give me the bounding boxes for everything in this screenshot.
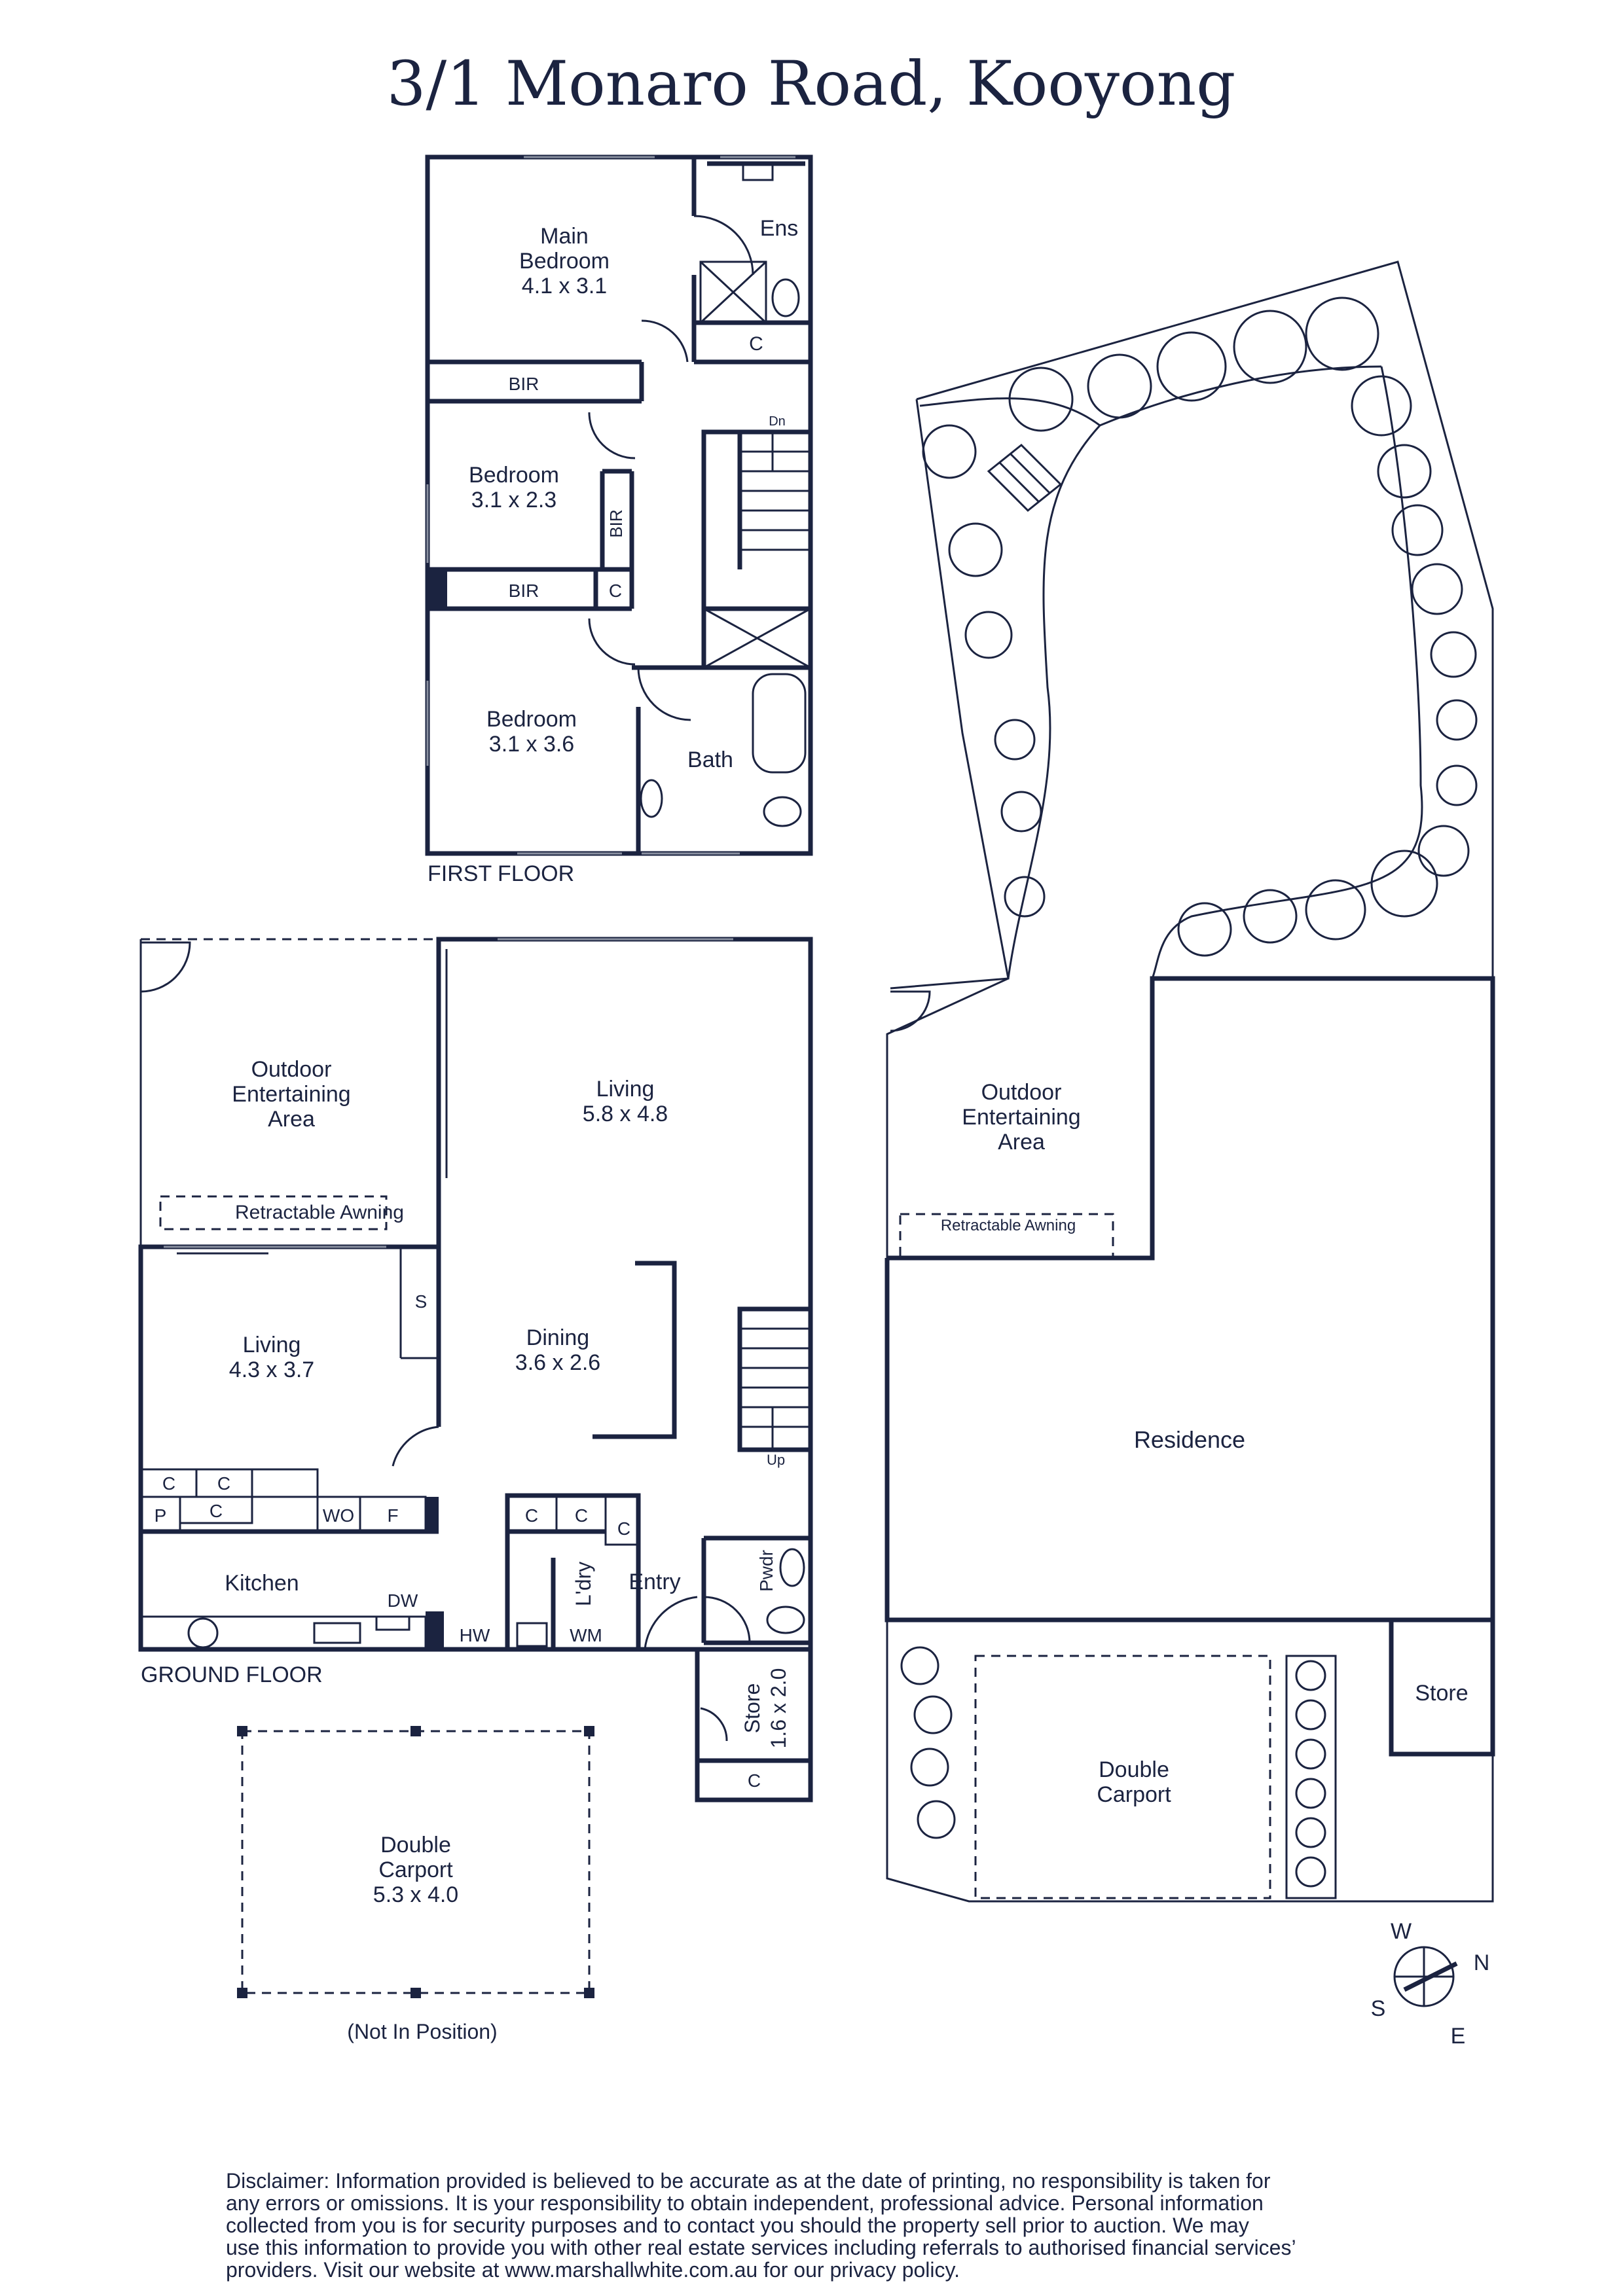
living-small-size: 4.3 x 3.7 xyxy=(229,1357,314,1382)
compass-e: E xyxy=(1451,2024,1466,2049)
site-outdoor-label-1: Outdoor xyxy=(981,1080,1062,1105)
laundry-label: L'dry xyxy=(572,1562,595,1606)
cupboard-f-label: C xyxy=(617,1518,630,1539)
cupboard-e-label: C xyxy=(575,1505,588,1526)
site-outdoor-label-3: Area xyxy=(998,1130,1045,1155)
main-bedroom-label: Main xyxy=(540,224,589,249)
powder-label: Pwdr xyxy=(756,1550,776,1592)
bir-label-1: BIR xyxy=(509,374,539,394)
wall-oven-label: WO xyxy=(323,1505,354,1526)
site-outdoor-label-2: Entertaining xyxy=(962,1105,1080,1130)
entry-label: Entry xyxy=(629,1570,680,1594)
site-store-label: Store xyxy=(1415,1681,1468,1706)
compass-n: N xyxy=(1474,1950,1490,1975)
ground-floor-plan: Outdoor Entertaining Area Retractable Aw… xyxy=(138,937,813,2043)
stairs-down-label: Dn xyxy=(769,414,786,429)
living-main-label: Living xyxy=(596,1077,655,1102)
carport-label-1: Double xyxy=(380,1833,451,1857)
first-floor-label: FIRST FLOOR xyxy=(428,861,574,886)
kitchen-label: Kitchen xyxy=(225,1571,299,1596)
ensuite-cupboard-label: C xyxy=(749,333,763,355)
main-bedroom-label-2: Bedroom xyxy=(519,249,610,274)
dining-label: Dining xyxy=(526,1325,589,1350)
bedroom-3-size: 3.1 x 3.6 xyxy=(489,732,574,757)
compass-icon xyxy=(1393,1946,1458,2007)
store-label: Store xyxy=(740,1683,764,1733)
ground-outdoor-label-3: Area xyxy=(268,1107,315,1132)
site-carport-label-2: Carport xyxy=(1097,1782,1171,1807)
tree-icon xyxy=(900,296,1478,1888)
main-bedroom-size: 4.1 x 3.1 xyxy=(522,274,607,298)
store-cupboard-label: C xyxy=(748,1770,761,1791)
cupboard-label-2: C xyxy=(609,581,622,601)
disclaimer-line: collected from you is for security purpo… xyxy=(226,2214,1249,2237)
cupboard-d-label: C xyxy=(525,1505,538,1526)
residence-label: Residence xyxy=(1134,1426,1245,1453)
first-floor-plan: Main Bedroom 4.1 x 3.1 Ens C BIR Dn Bedr… xyxy=(425,154,813,886)
disclaimer-line: any errors or omissions. It is your resp… xyxy=(226,2191,1264,2215)
ground-outdoor-label-2: Entertaining xyxy=(232,1082,350,1107)
ensuite-label: Ens xyxy=(760,216,799,241)
cupboard-c-label: C xyxy=(210,1501,223,1521)
bath-label: Bath xyxy=(687,747,733,772)
disclaimer: Disclaimer: Information provided is beli… xyxy=(226,2170,1404,2281)
not-in-position-note: (Not In Position) xyxy=(347,2020,497,2043)
bedroom-2-label: Bedroom xyxy=(469,463,559,488)
dining-size: 3.6 x 2.6 xyxy=(515,1350,600,1375)
site-awning-label: Retractable Awning xyxy=(941,1217,1076,1234)
living-main-size: 5.8 x 4.8 xyxy=(583,1102,668,1126)
compass-w: W xyxy=(1391,1919,1412,1944)
carport-size: 5.3 x 4.0 xyxy=(373,1882,458,1907)
cupboard-a-label: C xyxy=(162,1473,175,1494)
ground-awning-label: Retractable Awning xyxy=(235,1202,404,1223)
ground-floor-label: GROUND FLOOR xyxy=(141,1662,323,1687)
cupboard-b-label: C xyxy=(217,1473,230,1494)
carport-label-2: Carport xyxy=(378,1857,453,1882)
page-title: 3/1 Monaro Road, Kooyong xyxy=(387,48,1236,120)
site-plan: Outdoor Entertaining Area Retractable Aw… xyxy=(884,260,1495,2049)
site-carport-label-1: Double xyxy=(1099,1757,1169,1782)
bedroom-2-size: 3.1 x 2.3 xyxy=(471,488,556,512)
s-label: S xyxy=(415,1291,428,1312)
disclaimer-line: use this information to provide you with… xyxy=(226,2236,1296,2259)
ground-outdoor-label-1: Outdoor xyxy=(251,1057,332,1082)
living-small-label: Living xyxy=(243,1333,301,1357)
bir-label-2: BIR xyxy=(606,509,626,537)
compass-s: S xyxy=(1371,1996,1386,2021)
dishwasher-label: DW xyxy=(388,1590,418,1611)
stairs-up-label: Up xyxy=(767,1452,785,1468)
hot-water-label: HW xyxy=(460,1625,490,1645)
disclaimer-line: Disclaimer: Information provided is beli… xyxy=(226,2169,1271,2193)
washing-machine-label: WM xyxy=(570,1625,602,1645)
store-size: 1.6 x 2.0 xyxy=(767,1668,790,1749)
pantry-label: P xyxy=(155,1505,167,1526)
bedroom-3-label: Bedroom xyxy=(486,707,577,732)
disclaimer-line: providers. Visit our website at www.mars… xyxy=(226,2258,960,2282)
bir-label-3: BIR xyxy=(509,581,539,601)
fridge-label: F xyxy=(387,1505,398,1526)
